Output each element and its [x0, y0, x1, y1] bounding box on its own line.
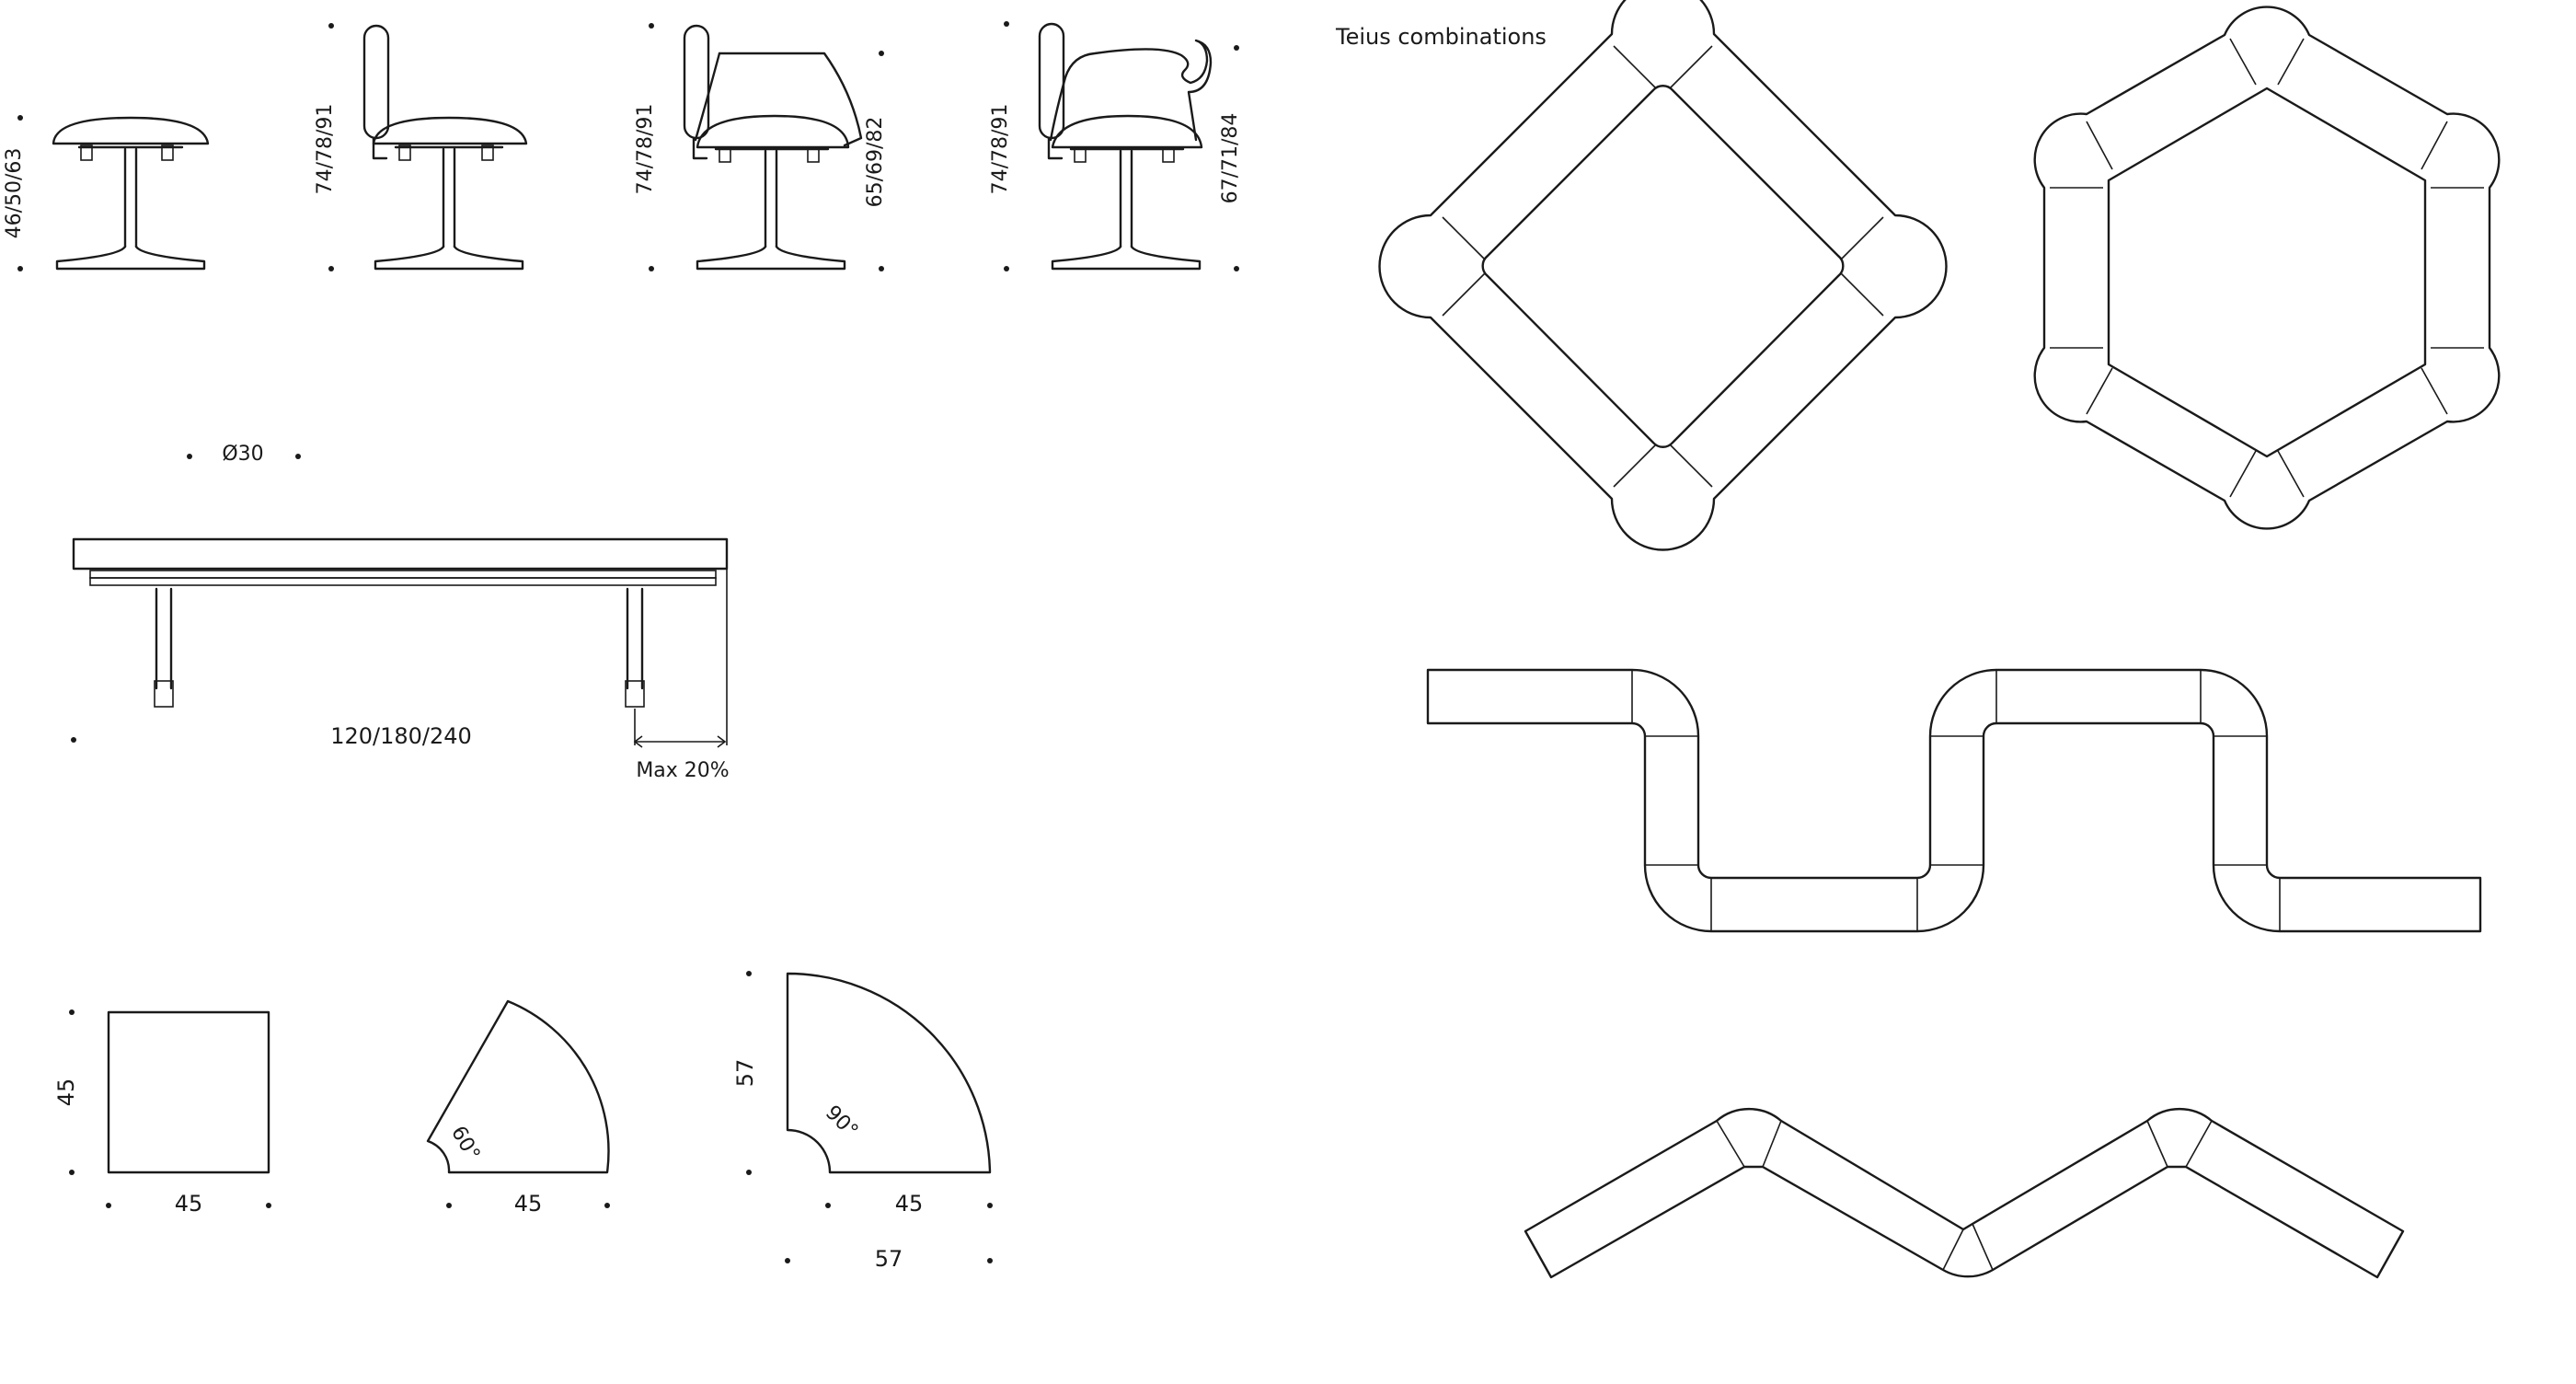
bench-leg-diameter-label: Ø30 — [222, 443, 263, 466]
armchair-arm-height-label: 65/69/82 — [864, 117, 887, 208]
highback-height-label: 74/78/91 — [989, 104, 1012, 195]
combinations-title: Teius combinations — [1335, 24, 1547, 50]
armchair-elevation — [649, 23, 884, 271]
wedge-60-width-label: 45 — [514, 1191, 543, 1217]
stool-height-label: 46/50/63 — [3, 148, 26, 239]
stool-elevation — [17, 115, 210, 271]
hexagon-combination — [2033, 6, 2501, 530]
wedge-60-module — [426, 999, 610, 1208]
wedge-90-inner-width-label: 45 — [895, 1191, 924, 1217]
wedge-90-module — [746, 971, 993, 1263]
square-height-label: 45 — [53, 1078, 79, 1107]
serpentine-combination — [1426, 668, 2482, 933]
chair-height-label: 74/78/91 — [314, 104, 337, 195]
highback-arm-height-label: 67/71/84 — [1219, 113, 1242, 204]
bench-elevation — [71, 454, 729, 748]
diamond-combination — [1378, 0, 1948, 551]
chair-elevation — [328, 23, 528, 271]
square-module — [69, 1009, 271, 1208]
zigzag-combination — [1524, 1108, 2405, 1279]
square-width-label: 45 — [175, 1191, 203, 1217]
bench-overhang-label: Max 20% — [636, 759, 729, 782]
bench-length-label: 120/180/240 — [330, 723, 472, 749]
wedge-90-outer-width-label: 57 — [875, 1246, 903, 1272]
wedge-90-height-label: 57 — [732, 1059, 758, 1088]
highback-armchair-elevation — [1004, 21, 1239, 271]
armchair-height-label: 74/78/91 — [634, 104, 657, 195]
